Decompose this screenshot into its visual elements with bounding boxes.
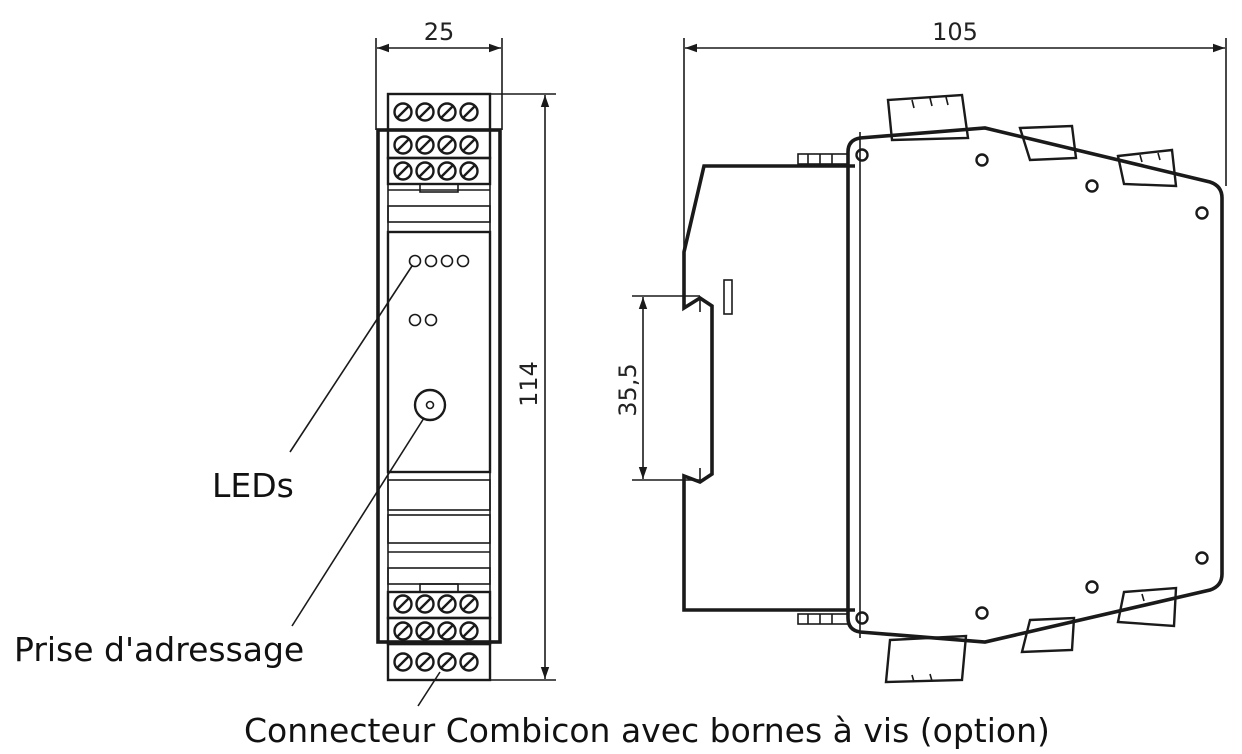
terminal-screw <box>393 161 413 181</box>
dimension-label-25: 25 <box>424 18 455 46</box>
terminal-screw <box>459 621 479 641</box>
terminal-screw <box>393 621 413 641</box>
terminal-screw <box>459 652 479 672</box>
terminal-screw <box>415 594 435 614</box>
screw-slot <box>440 597 454 611</box>
screw-slot <box>418 597 432 611</box>
screw-slot <box>418 624 432 638</box>
rail-mount-body <box>682 164 855 612</box>
screw-slot <box>396 105 410 119</box>
side-connectors-bottom <box>797 586 1178 684</box>
label-connector: Connecteur Combicon avec bornes à vis (o… <box>244 711 1050 750</box>
screw-slot <box>396 655 410 669</box>
dimension-width-front: 25 <box>375 18 503 130</box>
terminal-screw <box>415 161 435 181</box>
front-housing <box>376 128 502 644</box>
side-housing <box>846 126 1224 644</box>
screw-slot <box>440 655 454 669</box>
terminal-screw <box>437 161 457 181</box>
terminal-screw <box>437 594 457 614</box>
dimension-width-side: 105 <box>683 18 1227 252</box>
leader-leds <box>289 265 413 453</box>
address-socket <box>413 388 447 422</box>
label-leds: LEDs <box>212 466 294 505</box>
led-indicators <box>408 254 470 327</box>
screw-slot <box>462 164 476 178</box>
front-panel <box>386 230 492 474</box>
terminal-screw <box>437 621 457 641</box>
dimension-label-35-5: 35,5 <box>614 363 642 416</box>
terminal-screw <box>415 621 435 641</box>
screw-slot <box>396 597 410 611</box>
screw-slot <box>418 164 432 178</box>
label-address-socket: Prise d'adressage <box>14 630 304 669</box>
terminal-screw <box>393 652 413 672</box>
dimension-rail: 35,5 <box>614 295 700 481</box>
screw-slot <box>462 597 476 611</box>
screw-slot <box>440 138 454 152</box>
bottom-terminal-block <box>386 567 492 682</box>
screw-slot <box>440 624 454 638</box>
screw-slot <box>418 655 432 669</box>
screw-slot <box>440 164 454 178</box>
terminal-screw <box>415 102 435 122</box>
screw-slot <box>462 624 476 638</box>
terminal-screw <box>437 135 457 155</box>
terminal-screw <box>437 102 457 122</box>
screw-slot <box>462 105 476 119</box>
callouts: LEDs Prise d'adressage Connecteur Combic… <box>14 265 1050 750</box>
terminal-screw <box>459 594 479 614</box>
housing-rivets <box>855 148 1209 625</box>
terminal-screw <box>393 102 413 122</box>
terminal-screw <box>393 594 413 614</box>
terminal-screw <box>459 135 479 155</box>
terminal-screw <box>415 652 435 672</box>
terminal-screw <box>459 102 479 122</box>
dimension-height: 114 <box>490 93 556 681</box>
screw-slot <box>396 624 410 638</box>
terminal-screw <box>437 652 457 672</box>
terminal-screw <box>393 135 413 155</box>
screw-slot <box>418 105 432 119</box>
latch-slot <box>723 279 733 315</box>
terminal-screw <box>459 161 479 181</box>
side-view: 105 35,5 <box>614 18 1227 684</box>
leader-connector <box>417 671 441 707</box>
leader-address-socket <box>291 417 425 627</box>
screw-slot <box>396 164 410 178</box>
dimension-label-105: 105 <box>932 18 978 46</box>
screw-slot <box>396 138 410 152</box>
top-terminal-block <box>386 92 492 223</box>
front-view: 25 114 <box>375 18 556 682</box>
screw-slot <box>418 138 432 152</box>
dimension-label-114: 114 <box>515 361 543 407</box>
screw-slot <box>462 138 476 152</box>
screw-slot <box>462 655 476 669</box>
terminal-screw <box>415 135 435 155</box>
screw-slot <box>440 105 454 119</box>
side-connectors-top <box>797 93 1178 188</box>
